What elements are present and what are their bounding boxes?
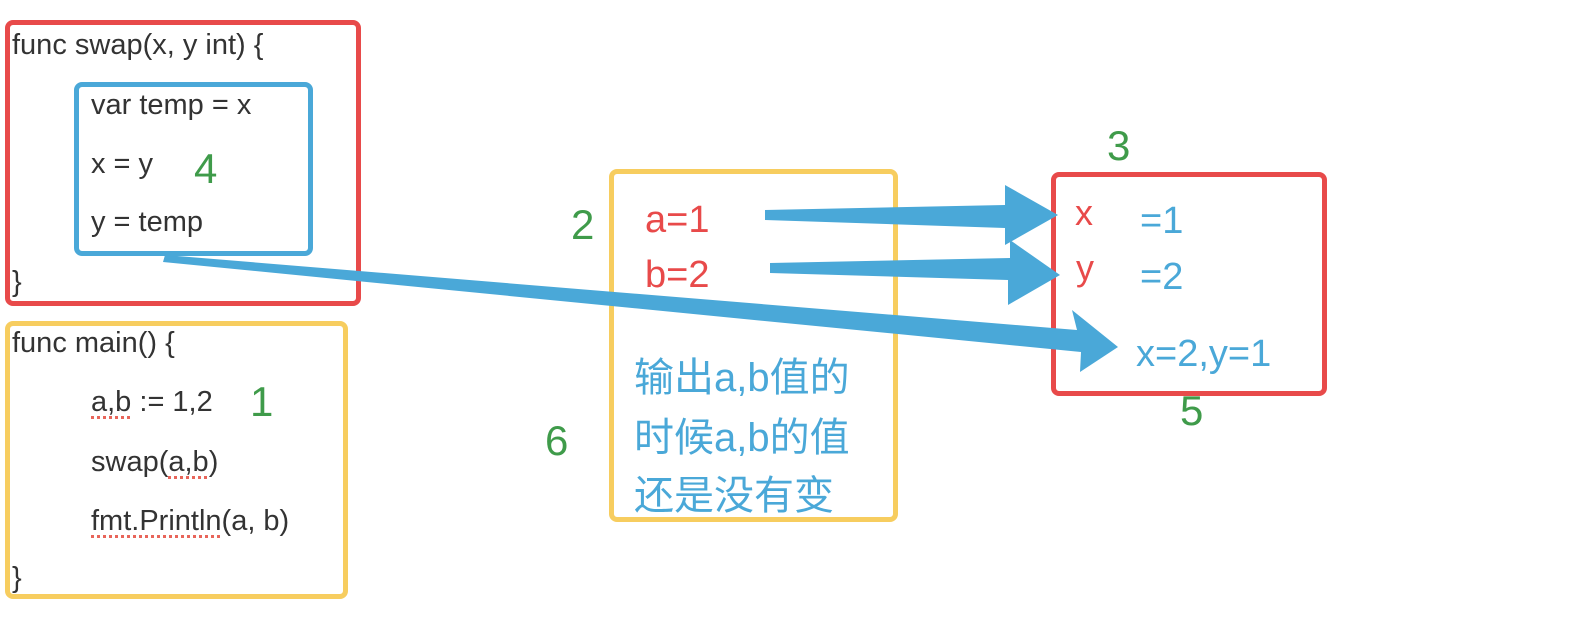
arrow-a-to-x bbox=[765, 185, 1058, 245]
code-token: a,b bbox=[91, 386, 132, 418]
code-line: func main() { bbox=[12, 327, 175, 359]
main-function-box bbox=[5, 321, 348, 599]
code-line: swap(a,b) bbox=[91, 448, 218, 477]
note-line: 输出a,b值的 bbox=[634, 356, 850, 400]
step-5: 5 bbox=[1180, 387, 1204, 434]
parameters-box bbox=[1051, 172, 1327, 396]
code-line: func swap(x, y int) { bbox=[12, 29, 264, 61]
swap-result: x=2,y=1 bbox=[1136, 333, 1272, 375]
arguments-box bbox=[609, 169, 898, 522]
step-4: 4 bbox=[194, 145, 218, 192]
code-line: y = temp bbox=[91, 206, 204, 238]
code-token: a,b bbox=[168, 446, 209, 478]
param-y: y bbox=[1076, 247, 1094, 288]
note-line: 时候a,b的值 bbox=[634, 416, 850, 460]
arrow-b-to-y bbox=[770, 240, 1060, 305]
code-token: 1,2 bbox=[172, 386, 213, 418]
param-x: x bbox=[1075, 192, 1093, 233]
code-token: fmt.Println bbox=[91, 505, 222, 537]
step-3: 3 bbox=[1107, 122, 1131, 169]
arrow-swap-to-result bbox=[163, 255, 1118, 372]
step-6: 6 bbox=[545, 417, 569, 464]
swap-function-box bbox=[5, 20, 361, 306]
code-line: } bbox=[12, 562, 22, 594]
code-token: := bbox=[131, 386, 165, 418]
note-line: 还是没有变 bbox=[634, 474, 834, 518]
param-y-value: =2 bbox=[1140, 256, 1184, 298]
code-line: fmt.Println(a, b) bbox=[91, 507, 289, 536]
param-x-value: =1 bbox=[1140, 200, 1184, 242]
code-line: x = y bbox=[91, 148, 154, 180]
code-token: ) bbox=[208, 446, 219, 478]
code-token: (a, b) bbox=[221, 505, 290, 537]
code-line: } bbox=[12, 266, 22, 298]
code-token: swap( bbox=[91, 446, 169, 478]
arg-a: a=1 bbox=[645, 199, 710, 241]
arg-b: b=2 bbox=[645, 254, 710, 296]
swap-body-box bbox=[74, 82, 313, 256]
step-1: 1 bbox=[250, 378, 274, 425]
step-2: 2 bbox=[571, 201, 595, 248]
code-line: var temp = x bbox=[91, 89, 252, 121]
code-line: a,b :=1,2 bbox=[91, 388, 213, 417]
